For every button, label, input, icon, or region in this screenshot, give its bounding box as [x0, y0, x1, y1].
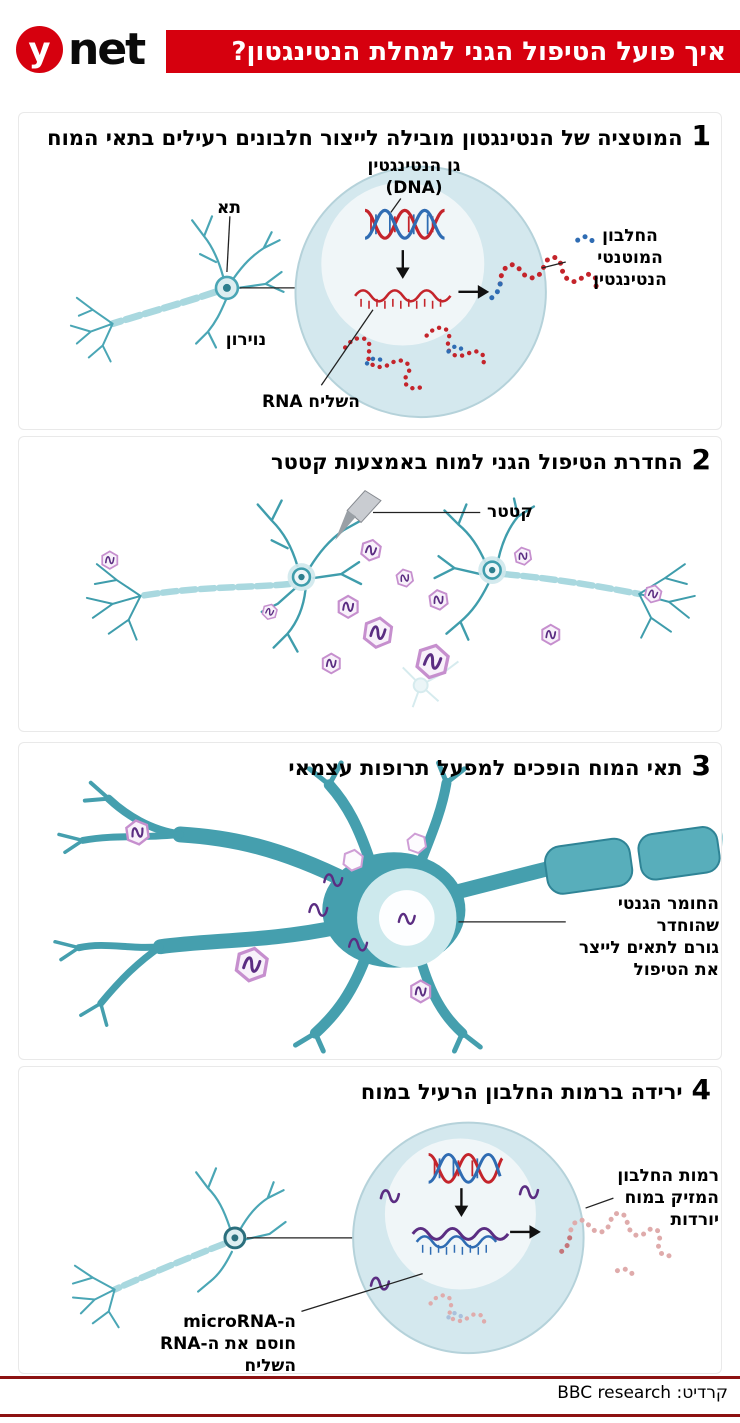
brain-cell-illustration	[53, 760, 558, 1054]
panel-3-title: 3 תאי המוח הופכים למפעל תרופות עצמאי	[29, 749, 711, 782]
neuron-illustration	[69, 215, 285, 363]
panel-1-title: 1 המוטציה של הנטינגטון מובילה לייצור חלב…	[29, 119, 711, 152]
mrna-label: RNA השליח	[262, 392, 360, 412]
footer-rule-top	[0, 1376, 740, 1379]
viral-vector-icons	[101, 537, 664, 683]
pointer-line-cell	[226, 216, 231, 273]
neuron-label: נוירון	[225, 330, 267, 350]
panel-4-title: 4 ירידה ברמות החלבון הרעיל במוח	[29, 1073, 711, 1106]
panel-2: 2 החדרת הטיפול הגני למוח באמצעות קטטר קט…	[18, 436, 722, 732]
panel-3-number: 3	[691, 749, 711, 782]
genetic-material-label: החומר הגנטי שהוחדר גורם לתאים לייצר את ה…	[578, 894, 719, 981]
protein-chain-icon	[481, 234, 599, 303]
panel-3: 3 תאי המוח הופכים למפעל תרופות עצמאי החו…	[18, 742, 723, 1060]
dna-helix-icon	[428, 1152, 504, 1184]
microrna-squiggle-icons	[369, 1185, 540, 1291]
faded-protein-icon	[553, 1210, 675, 1282]
neuron-right-illustration	[433, 497, 696, 641]
panel-2-number: 2	[691, 443, 711, 476]
footer-rule-bottom	[0, 1414, 740, 1417]
pointer-line-microrna	[301, 1273, 423, 1313]
panel-3-illustration	[53, 760, 723, 1054]
panel-2-title: 2 החדרת הטיפול הגני למוח באמצעות קטטר	[29, 443, 711, 476]
ynet-logo-net-text: net	[68, 24, 146, 75]
ynet-logo: y net	[16, 24, 146, 75]
panel-1-number: 1	[691, 119, 711, 152]
pointer-line-protein-levels	[585, 1197, 614, 1209]
faded-tangle-icon	[428, 1293, 487, 1330]
panel-4-illustration	[71, 1121, 675, 1355]
arrow-right-icon	[510, 1225, 541, 1239]
microrna-label: ה-microRNA חוסם את ה-RNA השליח	[160, 1312, 296, 1377]
protein-tangles-icon	[342, 325, 487, 391]
dna-helix-icon	[364, 208, 446, 240]
blocked-mrna-icon	[411, 1226, 510, 1255]
gene-label: גן הנטינגטין (DNA)	[367, 156, 461, 199]
rna-squiggle-icons	[308, 873, 369, 952]
arrow-down-icon	[454, 1188, 469, 1217]
headline-banner: איך פועל הטיפול הגני למחלת הנטינגטון?	[166, 30, 740, 73]
pointer-line-protein	[541, 261, 566, 269]
panel-4-number: 4	[691, 1073, 711, 1106]
arrow-down-icon	[395, 250, 410, 279]
axon-myelin-illustration	[544, 821, 723, 895]
protein-levels-label: רמות החלבון המזיק במוח יורדות	[617, 1166, 719, 1231]
nucleus-illustration	[357, 868, 457, 968]
mutant-protein-label: החלבון המוטנטי הנטינגטין	[593, 226, 667, 291]
neuron-illustration	[71, 1167, 287, 1329]
panel-3-title-text: תאי המוח הופכים למפעל תרופות עצמאי	[288, 756, 683, 780]
pointer-line-mrna	[320, 309, 374, 386]
panel-4-title-text: ירידה ברמות החלבון הרעיל במוח	[360, 1080, 683, 1104]
neuron-left-illustration	[85, 499, 363, 653]
credit-text: קרדיט: BBC research	[557, 1383, 728, 1403]
faint-neuron-illustration	[402, 660, 460, 708]
panel-2-title-text: החדרת הטיפול הגני למוח באמצעות קטטר	[270, 450, 683, 474]
cell-label: תא	[217, 198, 241, 218]
panel-2-illustration	[85, 489, 696, 708]
panel-1-title-text: המוטציה של הנטינגטון מובילה לייצור חלבונ…	[47, 126, 683, 150]
catheter-label: קטטר	[487, 502, 533, 522]
ynet-logo-y-icon: y	[16, 26, 63, 73]
panel-1: 1 המוטציה של הנטינגטון מובילה לייצור חלב…	[18, 112, 722, 430]
pointer-line-gene	[390, 198, 402, 213]
arrow-right-icon	[458, 285, 490, 299]
page-title: איך פועל הטיפול הגני למחלת הנטינגטון?	[231, 36, 726, 67]
panel-1-illustration	[69, 165, 599, 419]
catheter-icon	[335, 489, 382, 541]
panel-4: 4 ירידה ברמות החלבון הרעיל במוח רמות החל…	[18, 1066, 722, 1377]
mrna-icon	[354, 289, 452, 309]
